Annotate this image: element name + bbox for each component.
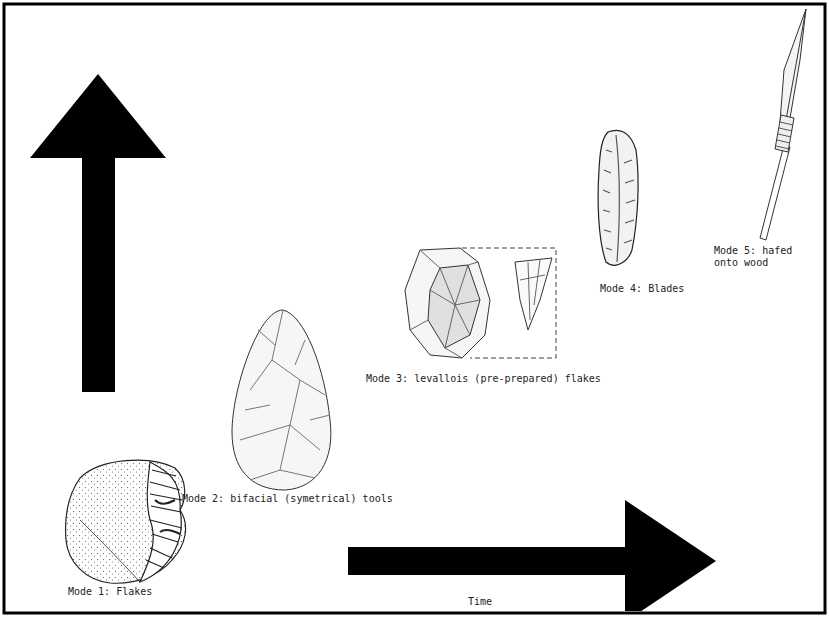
up-arrow	[30, 74, 166, 392]
blade-drawing	[598, 130, 638, 265]
hafted-spear-drawing	[760, 9, 806, 240]
time-arrow	[348, 500, 716, 611]
handaxe-drawing	[232, 310, 331, 490]
levallois-drawing	[405, 248, 556, 358]
axis-label: Time	[468, 596, 548, 608]
frame	[4, 4, 825, 613]
mode-label: Mode 2: bifacial (symetrical) tools	[182, 493, 482, 505]
mode-label: Mode 3: levallois (pre-prepared) flakes	[366, 373, 666, 385]
mode-label: Mode 4: Blades	[600, 283, 720, 295]
flake-drawing	[66, 460, 186, 583]
mode-label: Mode 1: Flakes	[68, 586, 268, 598]
mode-label: Mode 5: hafed onto wood	[714, 245, 802, 269]
